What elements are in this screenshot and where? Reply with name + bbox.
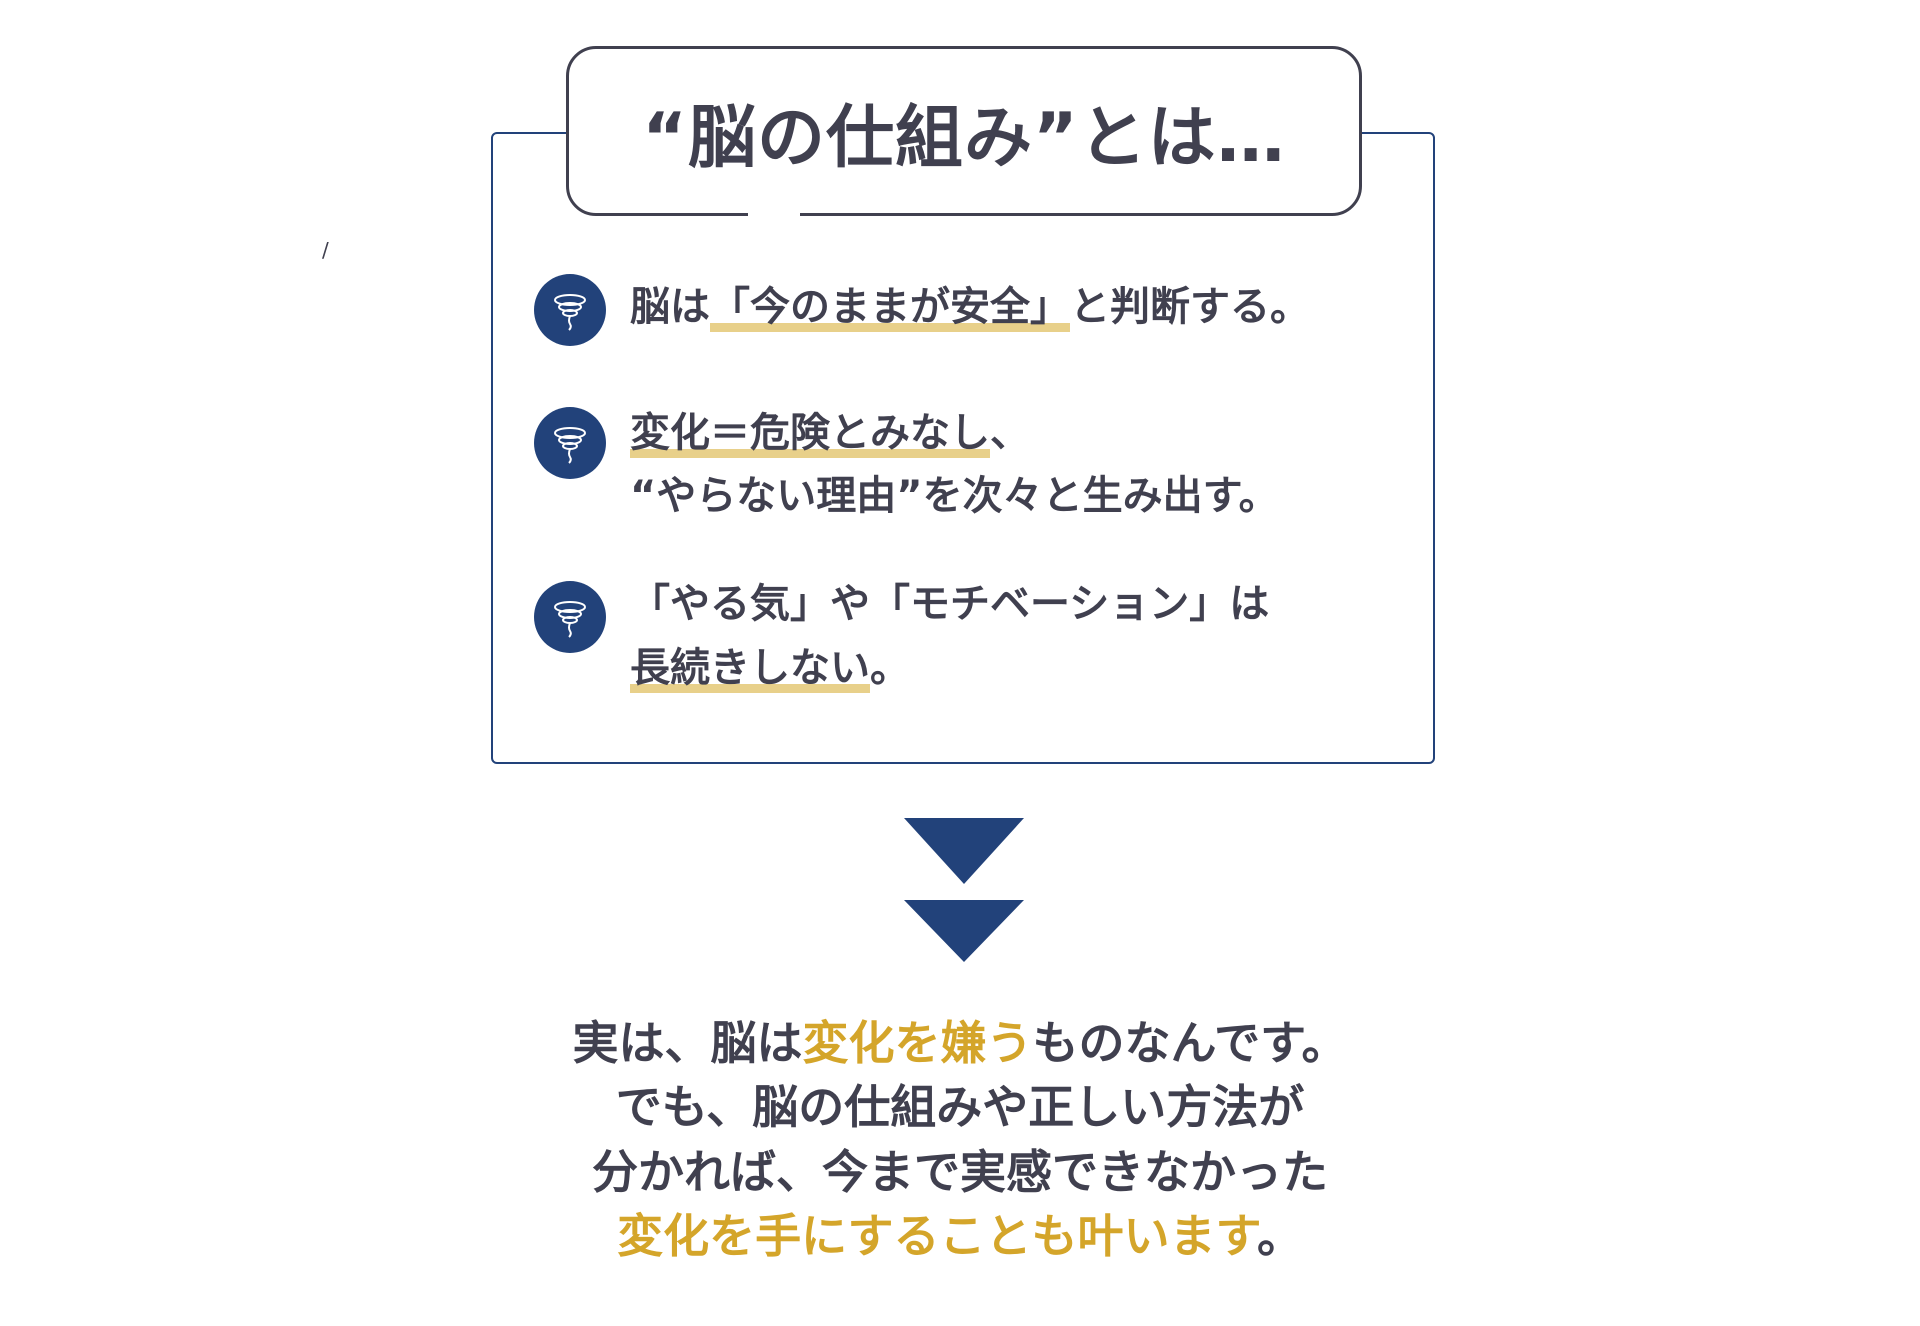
point-2-highlight: 変化＝危険とみなし: [630, 410, 990, 460]
down-arrow-icon: [904, 900, 1024, 962]
tornado-icon: [534, 581, 606, 653]
point-1-highlight: 「今のままが安全」: [710, 284, 1070, 334]
point-1-text: と判断する。: [1070, 284, 1310, 330]
tornado-icon: [534, 274, 606, 346]
title-box-gap: [748, 210, 800, 220]
title-box-gap: [1220, 40, 1272, 50]
point-3-text: 。: [870, 645, 910, 691]
tornado-icon: [534, 407, 606, 479]
point-3-line-1: 「やる気」や「モチベーション」は: [630, 581, 1270, 627]
conclusion-emphasis: 変化を嫌う: [802, 1016, 1033, 1070]
point-3-line-2: 長続きしない。: [630, 645, 910, 695]
point-3-highlight: 長続きしない: [630, 645, 870, 695]
conclusion-line-2: でも、脳の仕組みや正しい方法が: [615, 1080, 1305, 1134]
point-1-text: 脳は: [630, 284, 710, 330]
conclusion-text: 。: [1256, 1209, 1303, 1263]
conclusion-line-4: 変化を手にすることも叶います。: [0, 1213, 1920, 1259]
down-arrow-icon: [904, 818, 1024, 884]
conclusion-line-3: 分かれば、今まで実感できなかった: [592, 1145, 1328, 1199]
page-title: “脳の仕組み”とは…: [642, 98, 1286, 178]
point-2-line-1: 変化＝危険とみなし、: [630, 410, 1030, 460]
title-box: “脳の仕組み”とは…: [566, 46, 1362, 216]
conclusion-text: 実は、脳は: [572, 1016, 803, 1070]
conclusion-emphasis: 変化を手にすることも叶います: [617, 1209, 1257, 1263]
conclusion-line-1: 実は、脳は変化を嫌うものなんです。: [0, 1020, 1920, 1066]
stray-mark: /: [322, 238, 329, 262]
conclusion-text: ものなんです。: [1032, 1016, 1348, 1070]
point-2-line-2: “やらない理由”を次々と生み出す。: [630, 473, 1279, 519]
point-1: 脳は「今のままが安全」と判断する。: [630, 284, 1310, 334]
point-2-text: 、: [990, 410, 1030, 456]
